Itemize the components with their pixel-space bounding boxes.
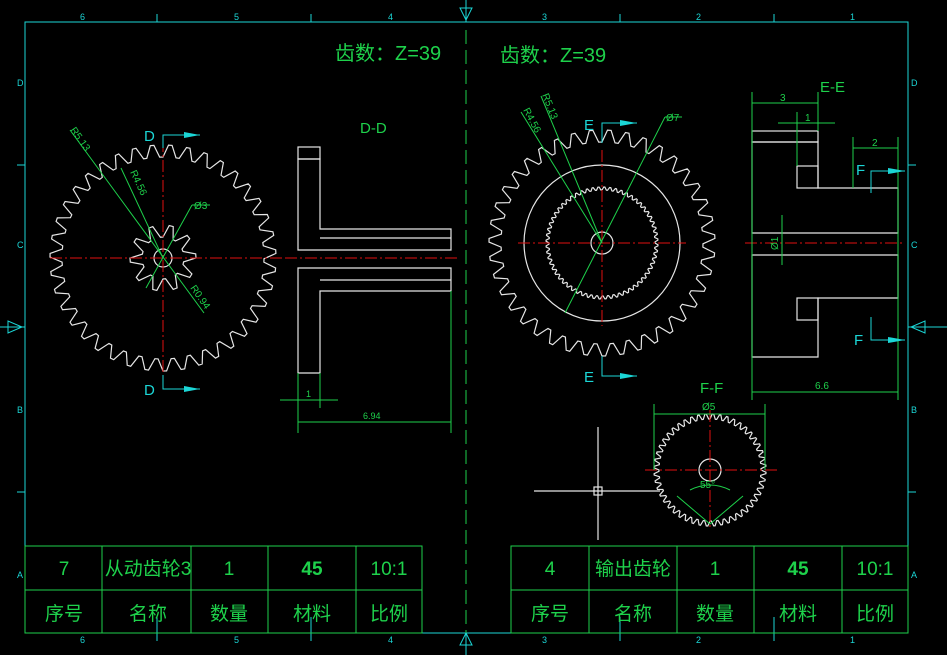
cell-qty: 1 <box>224 559 235 580</box>
dimension-line <box>120 167 164 259</box>
dim-bore: Ø3 <box>194 201 208 212</box>
dim-length: 6.94 <box>363 411 381 421</box>
pinion-outline <box>129 224 197 292</box>
row-letter: D <box>17 78 24 88</box>
right-teeth-count: 齿数：Z=39 <box>500 44 606 67</box>
header-qty: 数量 <box>696 603 734 625</box>
dim-angle: 55° <box>700 480 715 491</box>
svg-text:E: E <box>584 369 594 386</box>
dimension-line <box>145 204 193 289</box>
col-number: 2 <box>696 635 701 645</box>
col-number: 5 <box>234 12 239 22</box>
dim-w1: 1 <box>805 113 811 124</box>
detail-ff-view[interactable]: F-F Ø5 55° <box>645 380 780 530</box>
cell-name: 输出齿轮 <box>595 558 671 580</box>
frame-col-numbers: 6 5 4 3 2 1 6 5 4 3 2 1 D C B A D C B A <box>17 12 918 645</box>
cell-qty: 1 <box>710 559 721 580</box>
header-index: 序号 <box>531 603 569 625</box>
section-marker-f: F F <box>854 162 905 349</box>
col-number: 5 <box>234 635 239 645</box>
dim-dia: Ø7 <box>666 113 680 124</box>
svg-text:D: D <box>144 128 155 145</box>
cell-name: 从动齿轮3 <box>105 558 192 580</box>
header-material: 材料 <box>779 603 817 625</box>
spline-section <box>653 413 767 527</box>
col-number: 1 <box>850 12 855 22</box>
col-number: 4 <box>388 12 393 22</box>
left-teeth-count: 齿数：Z=39 <box>335 42 441 65</box>
header-material: 材料 <box>293 603 331 625</box>
cell-index: 7 <box>59 559 70 580</box>
row-letter: C <box>911 240 918 250</box>
svg-text:E: E <box>584 117 594 134</box>
dim-w2: 2 <box>872 138 878 149</box>
right-section-view[interactable]: E-E 3 1 2 Ø1 6.6 F F <box>745 79 905 400</box>
header-name: 名称 <box>614 603 652 625</box>
row-letter: B <box>17 405 23 415</box>
cell-index: 4 <box>545 559 556 580</box>
header-index: 序号 <box>45 603 83 625</box>
dim-length: 6.6 <box>815 381 829 392</box>
col-number: 4 <box>388 635 393 645</box>
right-gear-front-view[interactable]: R4.56 R5.13 Ø7 E E <box>488 92 716 386</box>
svg-text:F: F <box>854 332 863 349</box>
dim-dia: Ø5 <box>702 402 716 413</box>
dimension-line <box>69 129 205 314</box>
col-number: 3 <box>542 12 547 22</box>
col-number: 1 <box>850 635 855 645</box>
col-number: 6 <box>80 12 85 22</box>
svg-text:F: F <box>856 162 865 179</box>
dim-r-root: R4.56 <box>127 169 148 198</box>
title-block-right: 4 输出齿轮 1 45 10:1 序号 名称 数量 材料 比例 <box>510 545 909 634</box>
cell-material: 45 <box>787 559 809 580</box>
row-letter: D <box>911 78 918 88</box>
svg-text:D: D <box>144 382 155 399</box>
section-label: F-F <box>700 380 723 397</box>
header-scale: 比例 <box>856 603 894 625</box>
dim-r-root: R4.56 <box>520 106 542 135</box>
dim-r-outer: R5.13 <box>68 125 93 154</box>
row-letter: B <box>911 405 917 415</box>
col-number: 3 <box>542 635 547 645</box>
section-label: D-D <box>360 120 387 137</box>
left-gear-front-view[interactable]: R5.13 R4.56 Ø3 R0.94 D D <box>49 125 290 399</box>
section-marker-d: D D <box>144 128 200 399</box>
dim-bore: Ø1 <box>770 236 781 250</box>
section-marker-e: E E <box>584 117 637 386</box>
dim-flange: 1 <box>306 389 311 399</box>
col-number: 2 <box>696 12 701 22</box>
row-letter: C <box>17 240 24 250</box>
header-qty: 数量 <box>210 603 248 625</box>
header-name: 名称 <box>129 603 167 625</box>
row-letter: A <box>17 570 23 580</box>
dim-w3: 3 <box>780 93 786 104</box>
title-block-left: 7 从动齿轮3 1 45 10:1 序号 名称 数量 材料 比例 <box>24 545 423 634</box>
cad-cursor-crosshair <box>534 427 660 540</box>
cell-scale: 10:1 <box>371 559 408 580</box>
col-number: 6 <box>80 635 85 645</box>
row-letter: A <box>911 570 917 580</box>
header-scale: 比例 <box>370 603 408 625</box>
left-section-view[interactable]: D-D 1 6.94 <box>280 120 458 433</box>
cell-material: 45 <box>301 559 323 580</box>
dim-r-outer: R5.13 <box>539 92 559 121</box>
section-label: E-E <box>820 79 845 96</box>
cell-scale: 10:1 <box>857 559 894 580</box>
